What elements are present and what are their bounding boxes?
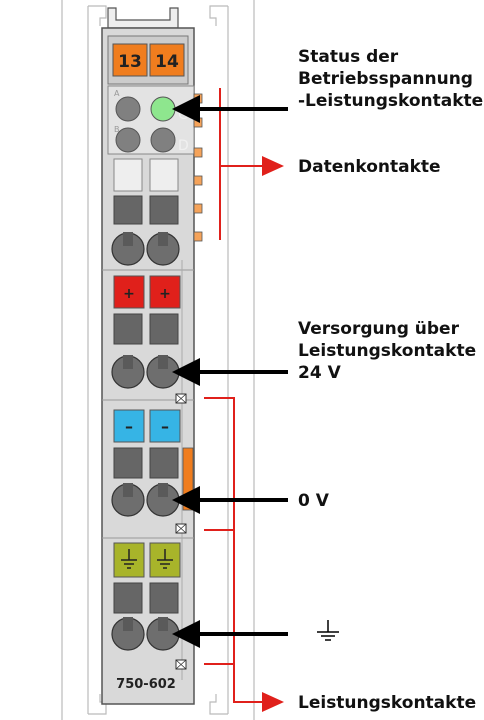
power-contact-orange (182, 447, 194, 511)
plus-connector-section: + + (111, 275, 181, 389)
terminal-13-label: 13 (118, 52, 142, 72)
supply-pointer-arrow (172, 358, 288, 386)
plus-symbol-left: + (123, 286, 135, 302)
part-number: 750-602 (116, 677, 176, 692)
light-slot-right (149, 158, 179, 192)
data-contacts-bracket (219, 88, 262, 240)
plus-marker-left (113, 275, 145, 309)
data-contacts-arrow (262, 156, 284, 176)
minus-marker-left (113, 409, 145, 443)
ground-icon-left (121, 549, 137, 569)
power-contacts-label: Leistungskontakte (298, 693, 477, 713)
top-connector-section (111, 158, 180, 266)
release-slot-right (149, 195, 179, 225)
ground-connector-section (111, 542, 181, 651)
release-slot-ground-right (149, 582, 179, 614)
status-label: Status der Betriebsspannung -Leistungsko… (298, 46, 483, 112)
supply-label-line-2: Leistungskontakte (298, 341, 477, 361)
led-c-green (150, 96, 176, 122)
terminal-number-plate: 13 14 (107, 35, 189, 85)
release-slot-minus-left (113, 447, 143, 479)
led-a (115, 96, 141, 122)
led-letter-a: A (114, 89, 120, 98)
minus-marker-right (149, 409, 181, 443)
ground-marker-right (149, 542, 181, 578)
terminal-14-marker (149, 43, 185, 77)
ground-pointer-arrow (172, 620, 288, 648)
status-label-line-1: Status der (298, 47, 399, 67)
plus-marker-right (149, 275, 181, 309)
zero-volt-label: 0 V (298, 491, 329, 511)
data-contacts-label: Datenkontakte (298, 157, 441, 177)
release-slot-plus-left (113, 313, 143, 345)
ground-icon-right (157, 549, 173, 569)
terminal-13-marker (112, 43, 148, 77)
led-b (115, 127, 141, 153)
led-letter-b: B (114, 125, 120, 134)
release-slot-ground-left (113, 582, 143, 614)
supply-label-line-3: 24 V (298, 363, 341, 383)
led-letter-d: D (178, 138, 189, 154)
release-slot-plus-right (149, 313, 179, 345)
release-slot-left (113, 195, 143, 225)
minus-symbol-right: – (161, 417, 169, 436)
power-contacts-bracket (204, 397, 262, 703)
zero-volt-pointer-arrow (172, 486, 288, 514)
supply-label-line-1: Versorgung über (298, 319, 459, 339)
minus-symbol-left: – (125, 417, 133, 436)
supply-label: Versorgung über Leistungskontakte 24 V (298, 318, 476, 384)
minus-connector-section: – – (111, 409, 181, 517)
led-letter-c: C (178, 107, 188, 123)
status-leds: A B C D (114, 89, 189, 154)
status-label-line-3: -Leistungskontakte (298, 91, 484, 111)
release-slot-minus-right (149, 447, 179, 479)
ground-icon (317, 620, 339, 641)
plus-symbol-right: + (159, 286, 171, 302)
power-contacts-arrow (262, 692, 284, 712)
din-rail (61, 0, 255, 720)
light-slot-left (113, 158, 143, 192)
led-d (150, 127, 176, 153)
terminal-14-label: 14 (155, 52, 179, 72)
status-label-line-2: Betriebsspannung (298, 69, 473, 89)
status-pointer-arrow (172, 95, 288, 123)
